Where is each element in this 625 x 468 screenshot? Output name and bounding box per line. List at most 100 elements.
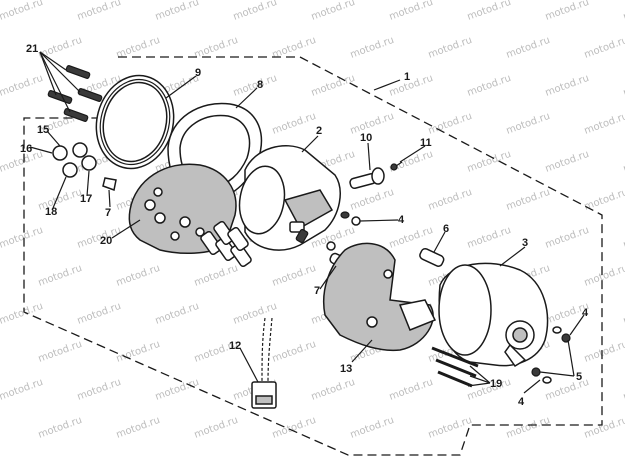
watermark-text: motod.ru <box>232 301 279 327</box>
watermark-text: motod.ru <box>544 0 591 23</box>
grommets <box>52 142 117 192</box>
watermark-text: motod.ru <box>544 149 591 175</box>
callout-10: 10 <box>360 132 372 144</box>
watermark-text: motod.ru <box>76 301 123 327</box>
watermark-text: motod.ru <box>0 0 45 23</box>
callout-4-right: 4 <box>582 307 589 319</box>
watermark-text: motod.ru <box>115 339 162 365</box>
long-bolts <box>431 346 479 388</box>
leader-lines <box>29 51 585 394</box>
watermark-text: motod.ru <box>505 111 552 137</box>
watermark-text: motod.ru <box>76 377 123 403</box>
watermark-text: motod.ru <box>427 35 474 61</box>
callout-labels: 1 2 3 4 4 4 5 6 7 7 8 9 10 11 12 13 15 1… <box>20 43 589 408</box>
watermark-text: motod.ru <box>544 225 591 251</box>
watermark-text: motod.ru <box>349 415 396 441</box>
watermark-text: motod.ru <box>37 339 84 365</box>
watermark-text: motod.ru <box>388 0 435 23</box>
watermark-text: motod.ru <box>76 0 123 23</box>
watermark-text: motod.ru <box>388 377 435 403</box>
bezel-ring <box>95 74 175 170</box>
watermark-text: motod.ru <box>388 73 435 99</box>
callout-13: 13 <box>340 363 352 375</box>
watermark-text: motod.ru <box>544 73 591 99</box>
watermark-text: motod.ru <box>154 301 201 327</box>
callout-5: 5 <box>576 371 582 383</box>
callout-6: 6 <box>443 223 449 235</box>
watermark-text: motod.ru <box>505 187 552 213</box>
watermark-text: motod.ru <box>37 35 84 61</box>
watermark-text: motod.ru <box>622 0 625 23</box>
cable-fitting <box>349 167 385 190</box>
callout-15: 15 <box>37 124 49 136</box>
bulb-cluster <box>200 220 252 268</box>
watermark-text: motod.ru <box>0 225 45 251</box>
watermark-text: motod.ru <box>193 263 240 289</box>
watermark-text: motod.ru <box>193 415 240 441</box>
watermark-text: motod.ru <box>37 415 84 441</box>
watermark-text: motod.ru <box>154 0 201 23</box>
callout-9: 9 <box>195 67 201 79</box>
callout-7-middle: 7 <box>314 285 320 297</box>
callout-7-left: 7 <box>105 207 111 219</box>
callout-16: 16 <box>20 143 32 155</box>
watermark-text: motod.ru <box>466 0 513 23</box>
watermark-text: motod.ru <box>505 35 552 61</box>
callout-4-lower: 4 <box>518 396 525 408</box>
watermark-text: motod.ru <box>427 111 474 137</box>
assembly-boundary <box>23 56 603 456</box>
watermark-text: motod.ru <box>232 0 279 23</box>
callout-20: 20 <box>100 235 112 247</box>
watermark-text: motod.ru <box>388 149 435 175</box>
watermark-text: motod.ru <box>37 263 84 289</box>
watermark-text: motod.ru <box>388 225 435 251</box>
washers-upper <box>340 211 361 226</box>
watermark-text: motod.ru <box>0 73 45 99</box>
bulb-socket-6 <box>419 247 445 267</box>
watermark-text: motod.ru <box>0 377 45 403</box>
watermark-text: motod.ru <box>349 187 396 213</box>
callout-12: 12 <box>229 340 241 352</box>
watermark-text: motod.ru <box>583 111 625 137</box>
watermark-text: motod.ru <box>310 73 357 99</box>
small-bolt <box>390 161 403 171</box>
callout-21: 21 <box>26 43 38 55</box>
callout-11: 11 <box>420 137 432 149</box>
watermark-text: motod.ru <box>583 415 625 441</box>
watermark-text: motod.ru <box>154 377 201 403</box>
watermark-text: motod.ru <box>427 187 474 213</box>
watermark-text: motod.ru <box>232 73 279 99</box>
watermark-text: motod.ru <box>466 149 513 175</box>
watermark-text: motod.ru <box>466 225 513 251</box>
watermark-text: motod.ru <box>0 301 45 327</box>
watermark-text: motod.ru <box>115 415 162 441</box>
watermark-text: motod.ru <box>310 0 357 23</box>
callout-18: 18 <box>45 206 57 218</box>
watermark-text: motod.ru <box>271 263 318 289</box>
watermark-text: motod.ru <box>271 111 318 137</box>
wire-connector <box>251 317 277 409</box>
callout-1: 1 <box>404 71 410 83</box>
callout-3: 3 <box>522 237 528 249</box>
callout-17: 17 <box>80 193 92 205</box>
rear-housing <box>438 262 549 367</box>
mounting-bracket <box>323 242 437 352</box>
watermark-text: motod.ru <box>583 263 625 289</box>
meter-body <box>238 145 341 251</box>
watermark-text: motod.ru <box>349 35 396 61</box>
watermark-text: motod.ru <box>271 415 318 441</box>
callout-8: 8 <box>257 79 263 91</box>
callout-2: 2 <box>316 125 322 137</box>
watermark-text: motod.ru <box>115 263 162 289</box>
callout-4-upper: 4 <box>398 214 405 226</box>
watermark-text: motod.ru <box>271 339 318 365</box>
washers-rear <box>531 326 571 384</box>
watermark-text: motod.ru <box>310 377 357 403</box>
watermark-text: motod.ru <box>427 415 474 441</box>
watermark-text: motod.ru <box>583 35 625 61</box>
watermark-text: motod.ru <box>583 339 625 365</box>
callout-19: 19 <box>490 378 502 390</box>
watermark-text: motod.ru <box>466 73 513 99</box>
